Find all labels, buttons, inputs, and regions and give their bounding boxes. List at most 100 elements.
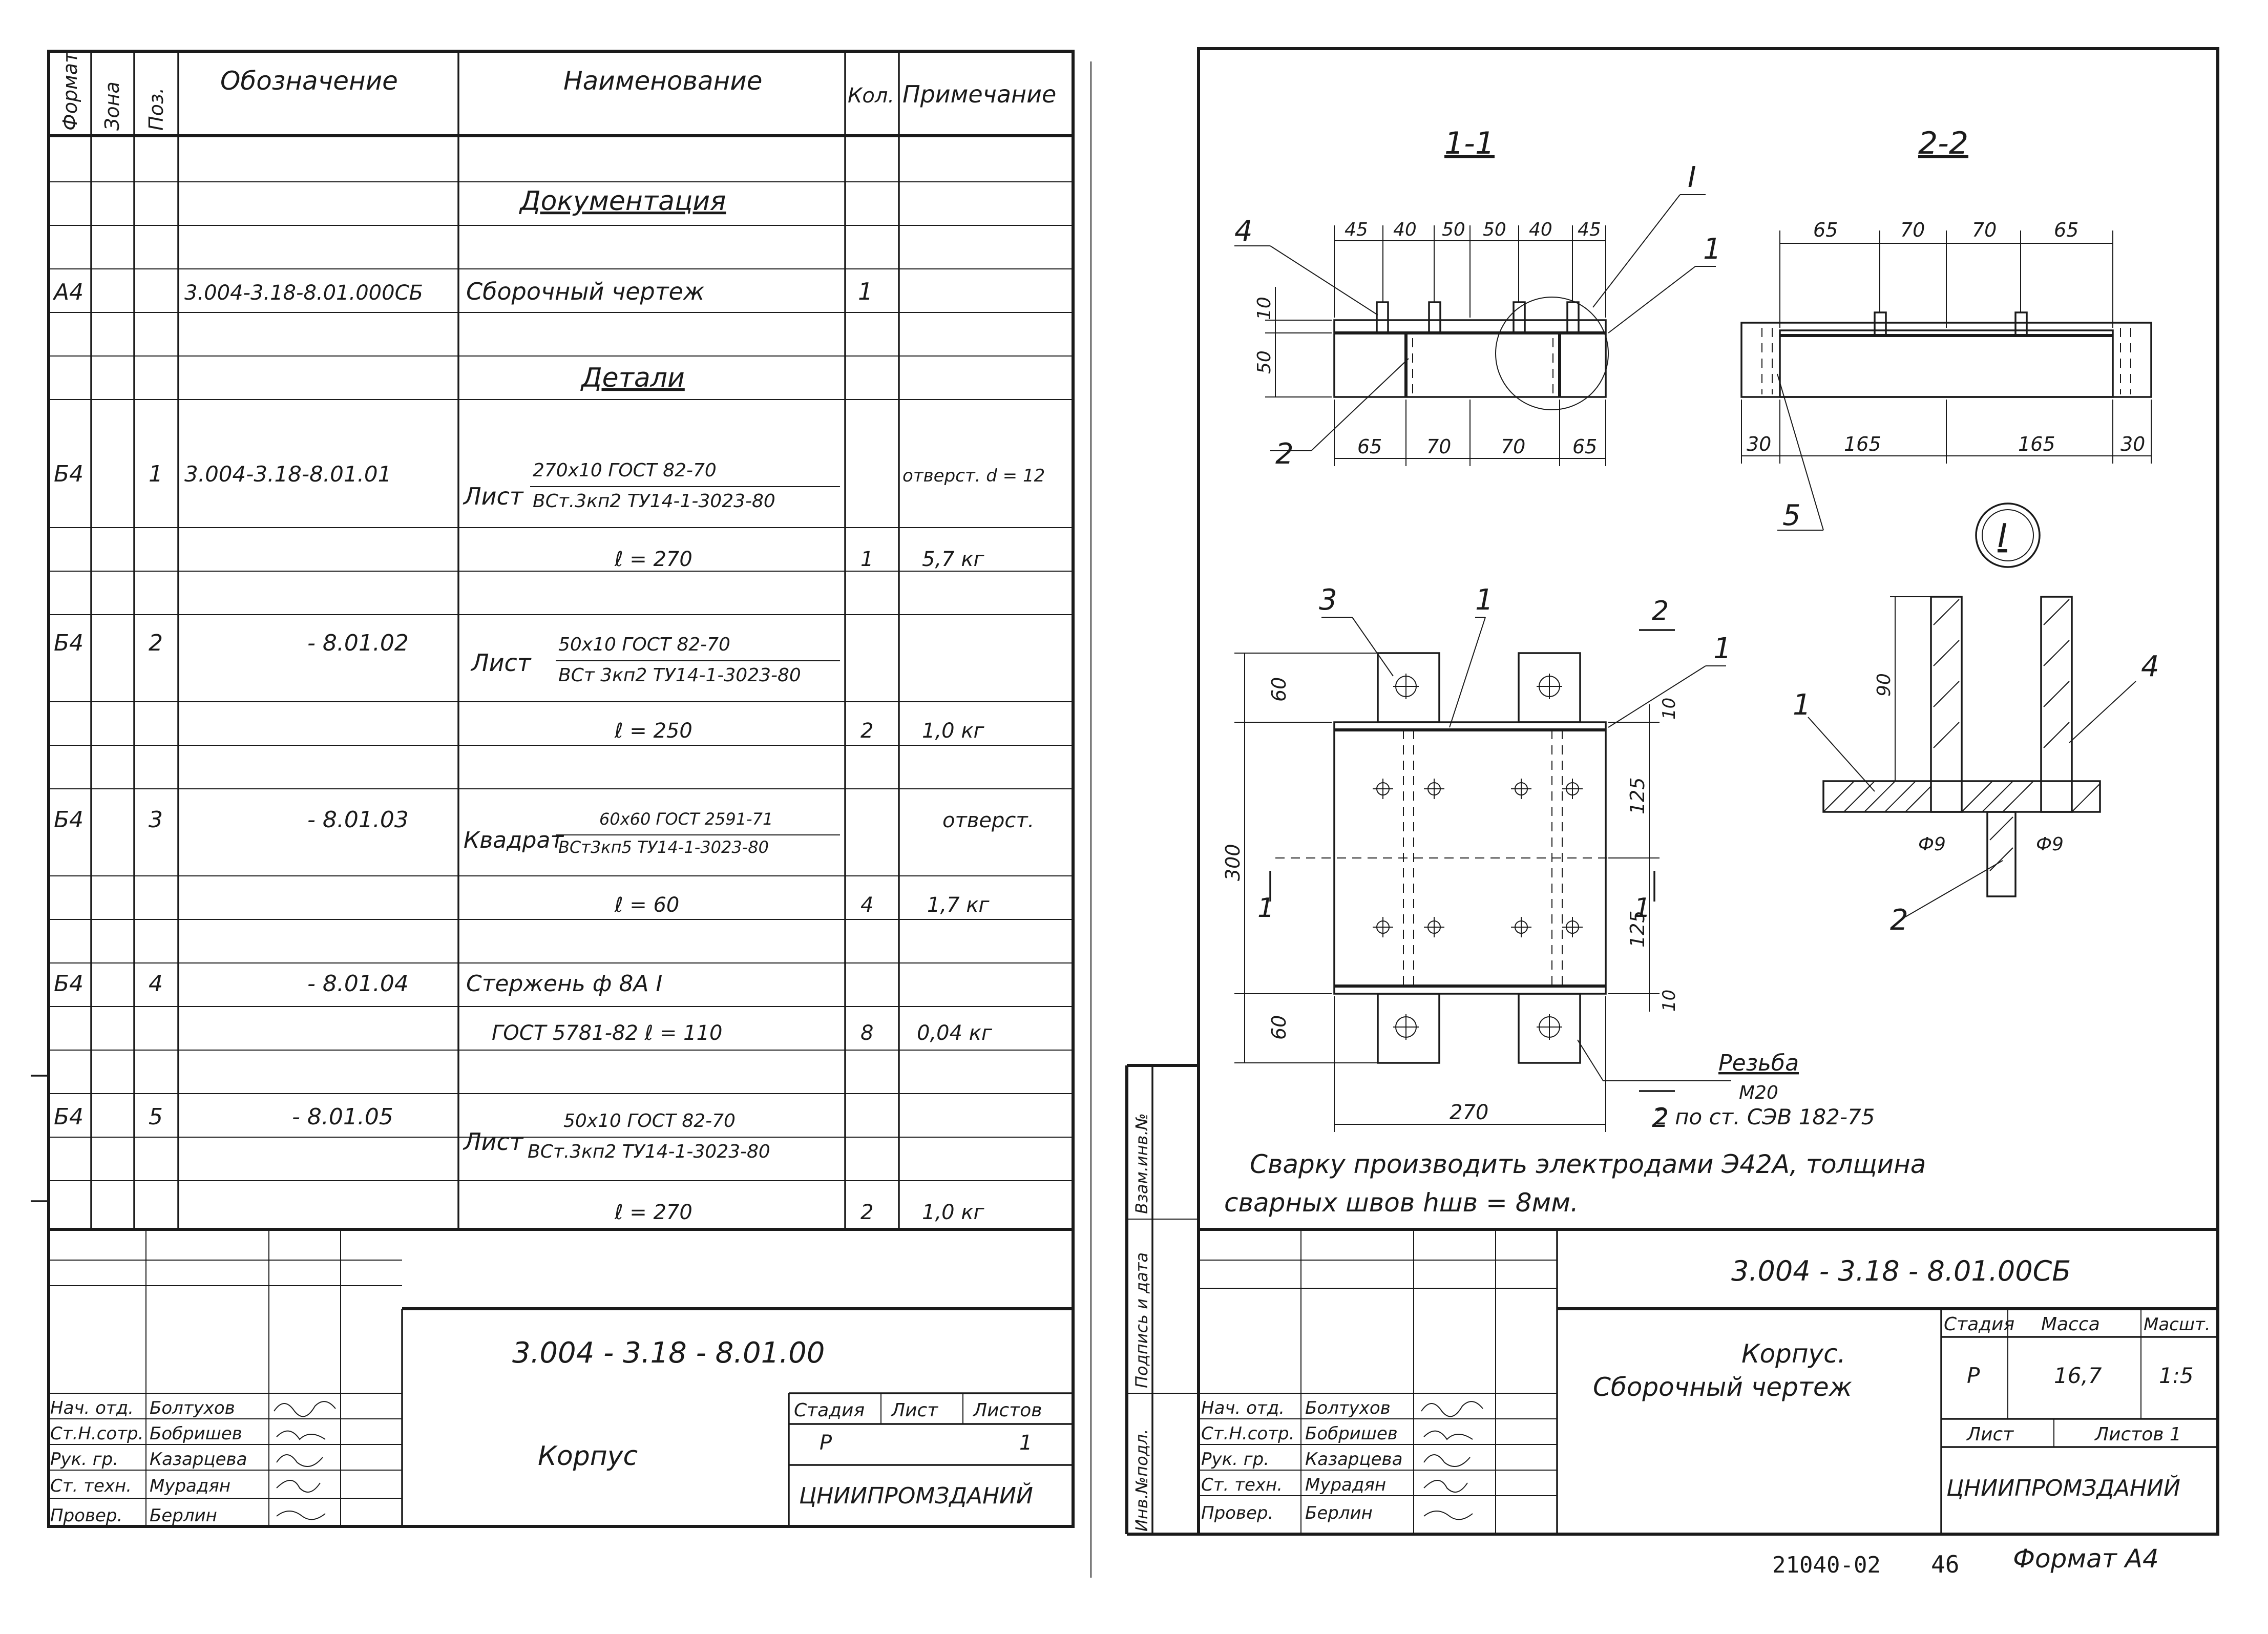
role-label: Ст. техн. bbox=[50, 1476, 132, 1496]
row-qty: 8 bbox=[860, 1021, 873, 1045]
header-zone: Зона bbox=[101, 81, 123, 131]
sheet-label: Лист bbox=[890, 1400, 938, 1421]
row-pos: 5 bbox=[149, 1104, 163, 1130]
doc-name: Сборочный чертеж bbox=[466, 278, 705, 305]
person-name: Бобришев bbox=[1305, 1423, 1398, 1444]
row-name: Лист bbox=[463, 483, 524, 510]
title-line: Корпус. bbox=[1741, 1339, 1846, 1369]
dim-value: 165 bbox=[2018, 433, 2055, 455]
note-line: сварных швов hшв = 8мм. bbox=[1224, 1188, 1579, 1218]
row-mass: 0,04 кг bbox=[917, 1021, 993, 1045]
header-designation: Обозначение bbox=[220, 66, 398, 96]
section-title: 2-2 bbox=[1918, 125, 1968, 161]
dim-value: 70 bbox=[1900, 219, 1925, 241]
signatures bbox=[1421, 1401, 1483, 1520]
row-pos: 2 bbox=[149, 630, 163, 656]
callout-label: I bbox=[1688, 161, 1696, 194]
row-format: Б4 bbox=[54, 971, 83, 997]
row-spec-bottom: ВСт3кп5 ТУ14-1-3023-80 bbox=[558, 837, 769, 857]
pos-label: 2 bbox=[1275, 437, 1294, 471]
dim-value: 70 bbox=[1426, 435, 1451, 458]
row-name: Лист bbox=[463, 1128, 524, 1156]
row-format: Б4 bbox=[54, 630, 83, 656]
cut-mark: 2 bbox=[1652, 596, 1669, 626]
dim-value: 30 bbox=[2120, 433, 2145, 455]
detail-label: I bbox=[1998, 517, 2007, 555]
dim-value: 40 bbox=[1529, 219, 1552, 240]
doc-format: А4 bbox=[52, 279, 83, 305]
person-name: Болтухов bbox=[1305, 1398, 1391, 1418]
dim-value: 45 bbox=[1345, 219, 1368, 240]
role-label: Провер. bbox=[50, 1505, 122, 1526]
note-line: Сварку производить электродами Э42А, тол… bbox=[1250, 1149, 1926, 1179]
dim-value: 65 bbox=[1357, 435, 1382, 458]
dim-value: 65 bbox=[2054, 219, 2078, 241]
row-spec-top: 50х10 ГОСТ 82-70 bbox=[558, 634, 730, 655]
side-label: Инв.№подл. bbox=[1132, 1429, 1151, 1532]
dim-value: 50 bbox=[1254, 350, 1275, 374]
role-label: Рук. гр. bbox=[1201, 1449, 1269, 1470]
person-name: Казарцева bbox=[1305, 1449, 1402, 1470]
dim-value: 65 bbox=[1572, 435, 1597, 458]
person-name: Казарцева bbox=[150, 1449, 247, 1470]
pos-label: 4 bbox=[2141, 650, 2159, 683]
dim-value: 10 bbox=[1254, 297, 1275, 320]
section-parts: Детали bbox=[580, 363, 685, 393]
dim-value: 50 bbox=[1442, 219, 1465, 240]
row-length: ℓ = 60 bbox=[614, 893, 679, 917]
dim-value: 70 bbox=[1972, 219, 1997, 241]
role-label: Провер. bbox=[1201, 1503, 1273, 1523]
signatures bbox=[274, 1401, 336, 1520]
row-qty: 2 bbox=[860, 719, 873, 743]
person-name: Мурадян bbox=[150, 1476, 230, 1496]
row-length: ℓ = 270 bbox=[614, 548, 692, 571]
row-spec-top: 50х10 ГОСТ 82-70 bbox=[563, 1111, 736, 1132]
dim-value: Ф9 bbox=[1918, 834, 1946, 855]
row-spec-top: 60х60 ГОСТ 2591-71 bbox=[599, 809, 773, 829]
stage-value: Р bbox=[1967, 1363, 1980, 1388]
title-code: 3.004 - 3.18 - 8.01.00СБ bbox=[1731, 1255, 2071, 1287]
sheets-label: Листов 1 bbox=[2094, 1424, 2181, 1445]
pos-label: 1 bbox=[1703, 233, 1721, 266]
dim-value: 60 bbox=[1268, 1015, 1290, 1040]
person-name: Берлин bbox=[150, 1505, 217, 1526]
row-spec-top: 270х10 ГОСТ 82-70 bbox=[533, 460, 717, 481]
mass-label: Масса bbox=[2041, 1314, 2100, 1335]
title-name: Корпус bbox=[538, 1441, 638, 1472]
drawing-frame bbox=[1197, 47, 2219, 1536]
header-format: Формат bbox=[59, 51, 81, 131]
scale-value: 1:5 bbox=[2159, 1363, 2194, 1388]
scale-label: Масшт. bbox=[2144, 1314, 2211, 1335]
dim-value: 60 bbox=[1268, 677, 1290, 702]
title-block: 3.004 - 3.18 - 8.01.00СБ Корпус. Сборочн… bbox=[1199, 1228, 2218, 1534]
row-spec-bottom: ВСт.3кп2 ТУ14-1-3023-80 bbox=[528, 1141, 770, 1162]
row-qty: 4 bbox=[860, 893, 873, 917]
row-length: ГОСТ 5781-82 ℓ = 110 bbox=[492, 1021, 723, 1045]
detail-I: I bbox=[1793, 502, 2159, 937]
row-spec-bottom: ВСт.3кп2 ТУ14-1-3023-80 bbox=[533, 491, 775, 512]
title-code: 3.004 - 3.18 - 8.01.00 bbox=[512, 1336, 825, 1370]
row-name: Лист bbox=[470, 649, 532, 677]
row-designation: - 8.01.02 bbox=[307, 630, 409, 656]
pos-label: 3 bbox=[1319, 583, 1337, 617]
row-mass: 1,0 кг bbox=[922, 1201, 984, 1224]
row-designation: 3.004-3.18-8.01.01 bbox=[184, 462, 391, 487]
row-qty: 1 bbox=[860, 548, 873, 571]
person-name: Бобришев bbox=[150, 1423, 242, 1444]
dim-value: 30 bbox=[1747, 433, 1771, 455]
row-format: Б4 bbox=[54, 461, 83, 487]
role-label: Ст. техн. bbox=[1201, 1475, 1283, 1495]
row-mass: 5,7 кг bbox=[922, 548, 984, 571]
person-name: Берлин bbox=[1305, 1503, 1373, 1523]
side-label: Подпись и дата bbox=[1132, 1252, 1151, 1388]
dim-value: 125 bbox=[1626, 910, 1649, 948]
row-length: ℓ = 250 bbox=[614, 719, 692, 743]
row-format: Б4 bbox=[54, 1104, 83, 1130]
cut-mark: 1 bbox=[1257, 893, 1274, 924]
footer-number: 21040-02 bbox=[1772, 1552, 1881, 1578]
row-pos: 4 bbox=[149, 971, 163, 997]
plan-view: 60 300 60 10 125 125 10 270 bbox=[1222, 583, 1875, 1134]
row-name: Квадрат bbox=[464, 827, 564, 853]
footer-format: Формат А4 bbox=[2013, 1544, 2159, 1574]
dim-value: 125 bbox=[1626, 777, 1649, 814]
